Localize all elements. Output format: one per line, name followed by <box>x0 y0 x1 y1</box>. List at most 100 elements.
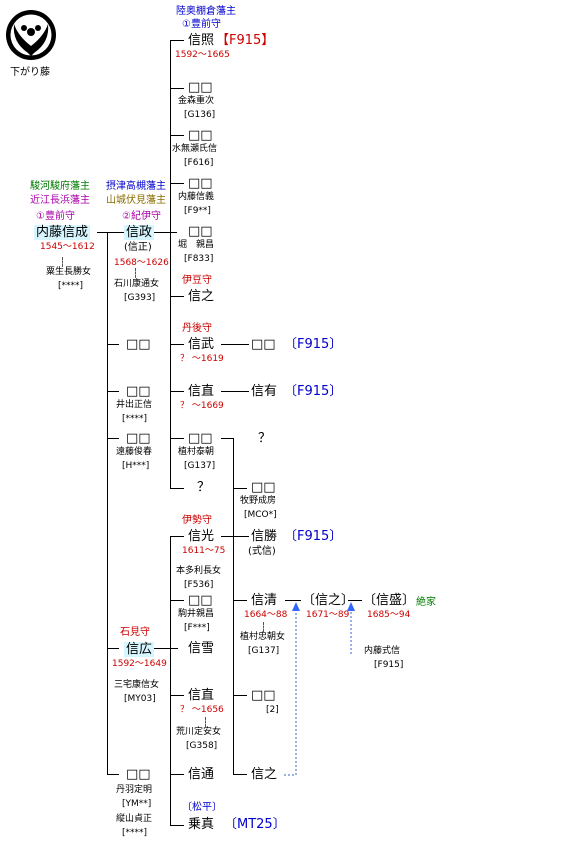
title-label: 丹後守 <box>182 323 212 334</box>
person-name: 〔信盛〕 <box>363 593 416 608</box>
spouse-name: 遠藤俊春 <box>116 447 153 457</box>
family-code: 〔MT25〕 <box>224 817 286 832</box>
person-name: □□ <box>126 384 151 399</box>
sagari-fuji-crest-icon <box>6 10 56 60</box>
connector <box>221 438 233 439</box>
person-name: □□ <box>251 337 276 352</box>
connector <box>233 774 247 775</box>
connector <box>170 438 184 439</box>
person-name: ？ <box>258 431 272 446</box>
connector <box>170 40 184 41</box>
life-years: 1592～1665 <box>175 50 230 60</box>
family-code: 〔F915〕 <box>284 337 343 352</box>
spouse-name: 水無瀬氏信 <box>172 144 218 154</box>
spouse-code: [F9**] <box>184 206 211 216</box>
connector <box>170 774 184 775</box>
title-label: 石見守 <box>120 627 150 638</box>
connector <box>170 536 171 826</box>
connector <box>221 536 249 537</box>
person-name: 信光 <box>188 529 215 544</box>
spouse-name: 本多利長女 <box>176 566 222 576</box>
connector <box>285 600 301 601</box>
life-years: ？ ～1656 <box>180 705 224 715</box>
spouse-code: [H***] <box>122 461 150 471</box>
life-years: 1592～1649 <box>112 659 167 669</box>
person-name: 信雪 <box>188 641 215 656</box>
person-name: 内藤信成 <box>34 225 91 240</box>
spouse-name: 荒川定安女 <box>176 727 222 737</box>
spouse-name: 駒井親昌 <box>178 609 215 619</box>
life-years: 1671～89 <box>306 610 350 620</box>
person-name: 信直 <box>188 384 215 399</box>
alias-name: (信正) <box>124 242 152 253</box>
family-code: 【F915】 <box>216 33 275 48</box>
life-years: ？ ～1669 <box>180 401 224 411</box>
spouse-code: [F536] <box>184 580 214 590</box>
person-name: 信清 <box>251 593 278 608</box>
connector <box>233 695 247 696</box>
alias-name: (式信) <box>248 546 276 557</box>
spouse-code: [G358] <box>186 741 218 751</box>
person-name: 信直 <box>188 688 215 703</box>
connector <box>233 488 247 489</box>
person-name: □□ <box>188 593 213 608</box>
connector <box>221 391 249 392</box>
connector <box>170 825 184 826</box>
status-label: 絶家 <box>416 597 436 608</box>
spouse-name: 粟生長勝女 <box>46 267 92 277</box>
crest-label: 下がり藤 <box>10 67 50 78</box>
person-name: □□ <box>188 128 213 143</box>
title-label: 伊豆守 <box>182 275 212 286</box>
connector <box>170 391 184 392</box>
person-name: 信照 <box>188 33 215 48</box>
domain-label: 駿河駿府藩主 <box>30 181 90 192</box>
spouse-name: 植村泰朝 <box>178 447 215 457</box>
person-name: 信武 <box>188 337 215 352</box>
clan-label: 〔松平〕 <box>182 802 222 813</box>
life-years: 1664～88 <box>244 610 288 620</box>
spouse-code: [F616] <box>184 158 214 168</box>
person-name: □□ <box>188 176 213 191</box>
life-years: 1611～75 <box>182 546 226 556</box>
spouse-link <box>263 622 264 632</box>
person-name: 信通 <box>188 767 215 782</box>
life-years: 1545～1612 <box>40 242 95 252</box>
spouse-name: 石川康通女 <box>114 279 160 289</box>
spouse-code: [YM**] <box>122 799 152 809</box>
person-name: ？ <box>197 480 211 495</box>
person-name: □□ <box>188 431 213 446</box>
connector <box>170 600 184 601</box>
person-name: □□ <box>251 480 276 495</box>
person-name: □□ <box>188 80 213 95</box>
connector <box>170 344 184 345</box>
spouse-code: [MY03] <box>124 694 156 704</box>
connector <box>233 600 247 601</box>
person-name: 信之 <box>251 767 278 782</box>
spouse-code: [G137] <box>184 461 216 471</box>
connector <box>170 135 184 136</box>
domain-label: 山城伏見藩主 <box>106 195 166 206</box>
spouse-code: [MCO*] <box>244 510 277 520</box>
connector <box>233 438 234 774</box>
person-name: □□ <box>126 767 151 782</box>
connector <box>170 296 184 297</box>
person-name: □□ <box>126 337 151 352</box>
person-name: 信勝 <box>251 529 278 544</box>
person-name: 乗真 <box>188 817 215 832</box>
connector <box>348 600 362 601</box>
person-name: 信広 <box>124 642 155 657</box>
spouse-link <box>205 717 206 727</box>
spouse-name: 金森重次 <box>178 96 215 106</box>
adopted-from-name: 内藤式信 <box>364 646 401 656</box>
family-crest <box>4 8 58 62</box>
life-years: ？ ～1619 <box>180 354 224 364</box>
title-label: ②紀伊守 <box>122 211 161 222</box>
connector <box>170 88 184 89</box>
connector <box>170 40 171 488</box>
connector <box>107 232 108 774</box>
person-name: 〔信之〕 <box>302 593 355 608</box>
spouse-code: [G136] <box>184 110 216 120</box>
spouse-name: 牧野成房 <box>240 496 277 506</box>
connector <box>170 488 184 489</box>
